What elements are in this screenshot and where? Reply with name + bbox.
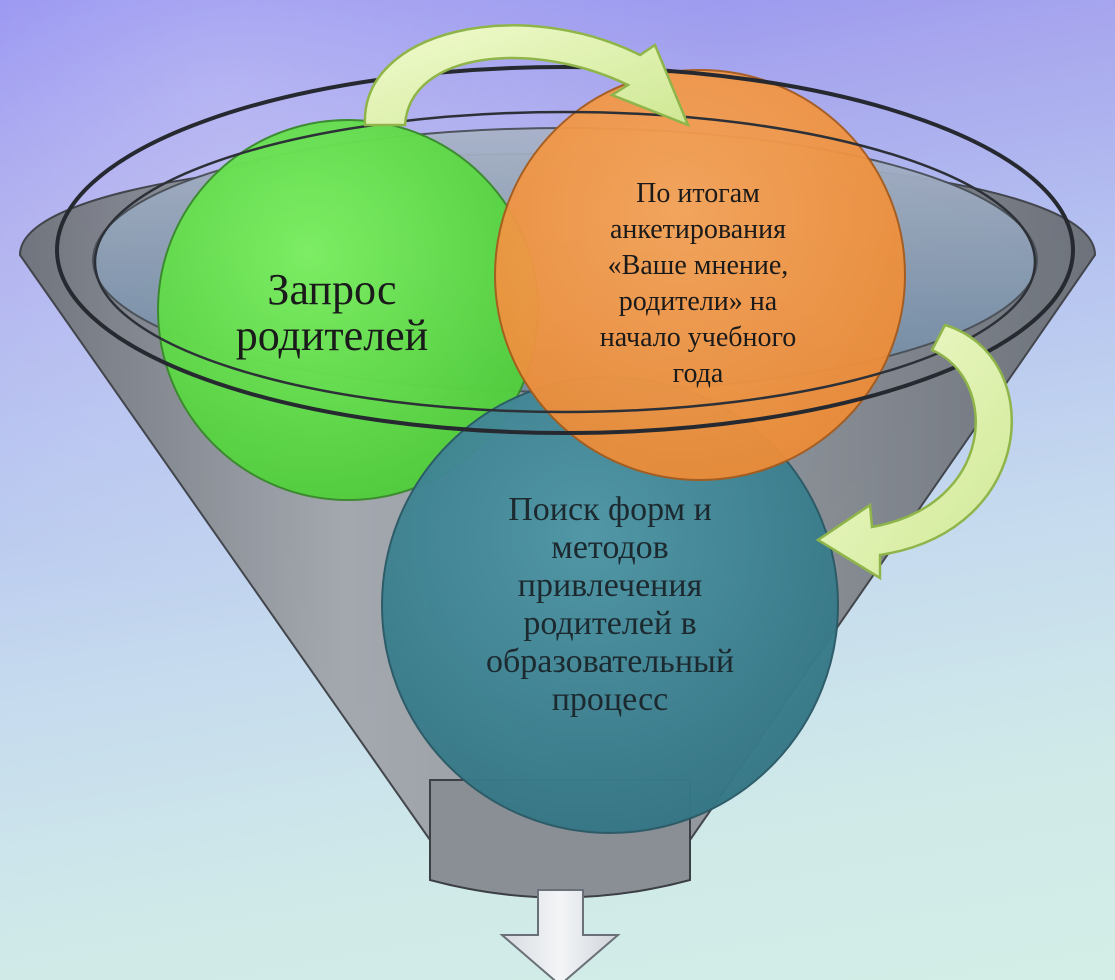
output-arrow [499,889,621,980]
node-search-label: Поиск форм и методов привлечения родител… [485,491,735,718]
connector-survey-to-search [815,323,1013,581]
node-survey-circle [494,69,906,481]
funnel-rim [55,65,1075,435]
node-request-label: Запрос родителей [235,265,429,360]
node-survey-label: По итогам анкетирования «Ваше мнение, ро… [599,178,797,389]
funnel-rim-inner [93,110,1037,414]
connector-request-to-survey [363,24,691,128]
